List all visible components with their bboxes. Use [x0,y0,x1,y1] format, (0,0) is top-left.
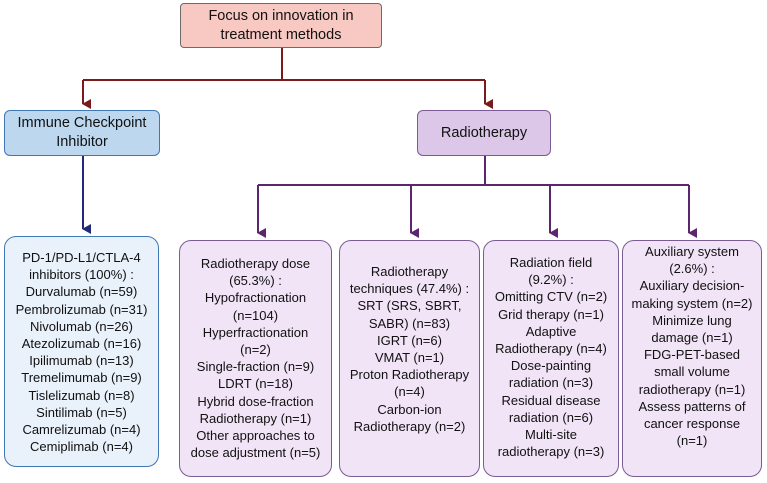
dose-line: Hyperfractionation [202,324,309,340]
auxiliary-line: Auxiliary system [645,244,739,259]
radiotherapy-node: Radiotherapy [417,110,551,156]
techniques-line: IGRT (n=6) [377,332,442,348]
immune-checkpoint-node: Immune Checkpoint Inhibitor [4,110,160,156]
inhibitors-line: PD-1/PD-L1/CTLA-4 [22,250,141,265]
field-line: Residual disease [501,392,601,408]
auxiliary-line: Assess patterns of [638,398,746,414]
inhibitors-line: Durvalumab (n=59) [25,284,138,300]
radiotherapy-title: Radiotherapy [440,124,528,141]
field-line: Adaptive [525,323,577,339]
auxiliary-line: radiotherapy (n=1) [638,381,746,397]
auxiliary-line: making system (n=2) [631,295,753,311]
auxiliary-line: (2.6%) : [669,261,715,277]
field-line: (9.2%) : [528,272,574,288]
techniques-line: Radiotherapy (n=2) [353,418,466,434]
techniques-line: VMAT (n=1) [374,350,445,366]
dose-line: Radiotherapy (n=1) [199,410,312,426]
field-line: Radiotherapy (n=4) [495,341,607,357]
dose-line: LDRT (n=18) [217,376,294,392]
auxiliary-line: Minimize lung [652,312,732,328]
radiotherapy-techniques-node: Radiotherapy techniques (47.4%) : SRT (S… [339,240,480,477]
inhibitors-list-node: PD-1/PD-L1/CTLA-4 inhibitors (100%) : Du… [4,236,159,467]
radiation-field-node: Radiation field (9.2%) : Omitting CTV (n… [483,240,619,477]
auxiliary-line: damage (n=1) [651,330,733,346]
inhibitors-line: Atezolizumab (n=16) [21,336,142,352]
auxiliary-line: FDG-PET-based [643,347,741,363]
auxiliary-line: (n=1) [676,433,708,449]
inhibitors-line: Camrelizumab (n=4) [22,422,141,438]
inhibitors-line: Pembrolizumab (n=31) [15,301,148,317]
immune-title-line: Immune Checkpoint [17,115,147,131]
dose-line: (n=104) [232,307,279,323]
dose-line: Other approaches to [196,428,315,444]
inhibitors-line: Ipilimumab (n=13) [29,353,134,369]
dose-line: Hybrid dose-fraction [197,393,314,409]
radiotherapy-dose-node: Radiotherapy dose (65.3%) : Hypofraction… [179,240,332,477]
techniques-line: SABR) (n=83) [368,315,451,331]
techniques-line: SRT (SRS, SBRT, [357,298,462,314]
techniques-line: (n=4) [394,384,425,400]
auxiliary-line: small volume [654,364,730,380]
inhibitors-line: Sintilimab (n=5) [36,404,127,420]
inhibitors-line: Cemiplimab (n=4) [30,439,133,455]
techniques-line: Radiotherapy [370,264,449,279]
field-line: radiation (n=3) [508,375,594,391]
inhibitors-line: Tislelizumab (n=8) [28,387,135,403]
root-connector [82,48,493,109]
dose-line: Single-fraction (n=9) [196,359,315,375]
auxiliary-line: cancer response [643,416,741,432]
auxiliary-line: Auxiliary decision- [639,278,745,294]
auxiliary-system-node: Auxiliary system (2.6%) : Auxiliary deci… [622,240,762,477]
field-line: Dose-painting [510,358,592,374]
root-node: Focus on innovation in treatment methods [180,3,382,48]
dose-line: (n=2) [240,342,271,358]
radiotherapy-connector [257,156,697,238]
inhibitors-line: inhibitors (100%) : [29,267,134,283]
field-line: radiation (n=6) [508,409,594,425]
root-line: treatment methods [220,26,342,43]
dose-line: Hypofractionation [204,290,307,306]
dose-line: dose adjustment (n=5) [190,445,321,461]
inhibitors-line: Tremelimumab (n=9) [21,370,142,386]
field-line: Omitting CTV (n=2) [494,289,608,305]
field-line: Grid therapy (n=1) [498,306,604,322]
field-line: Multi-site [524,427,577,443]
techniques-line: techniques (47.4%) : [349,281,470,297]
techniques-line: Carbon-ion [377,401,442,417]
field-line: Radiation field [509,255,593,270]
inhibitors-line: Nivolumab (n=26) [30,318,133,334]
root-line: Focus on innovation in [208,7,354,24]
field-line: radiotherapy (n=3) [497,444,605,460]
techniques-line: Proton Radiotherapy [349,367,470,383]
dose-line: Radiotherapy dose [200,256,311,271]
immune-title-line: Inhibitor [56,134,108,150]
dose-line: (65.3%) : [229,273,282,289]
